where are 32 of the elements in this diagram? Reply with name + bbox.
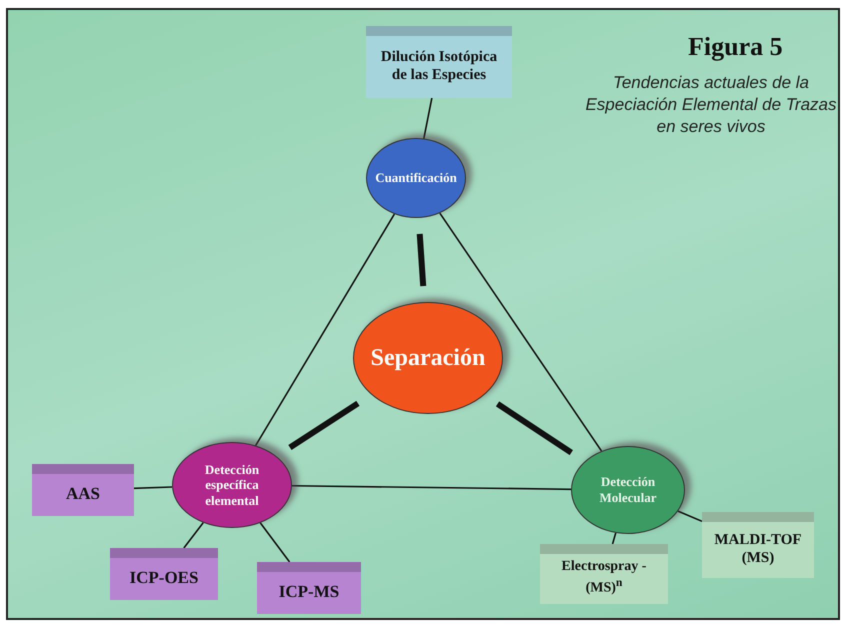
connector-line bbox=[183, 522, 204, 548]
node-label: Detección específica elemental bbox=[204, 462, 260, 508]
node-label: Separación bbox=[370, 344, 486, 372]
node-label: MALDI-TOF (MS) bbox=[713, 531, 803, 567]
node-label: ICP-OES bbox=[130, 568, 198, 588]
block-node bbox=[32, 464, 134, 516]
block-node bbox=[366, 26, 512, 98]
connector-line bbox=[416, 234, 426, 286]
connector-line bbox=[288, 400, 360, 450]
node-label: Cuantificación bbox=[375, 170, 457, 186]
connector-line bbox=[439, 212, 602, 452]
connector-line bbox=[255, 214, 396, 446]
ellipse-node bbox=[172, 442, 292, 528]
figure-caption: Tendencias actuales de la Especiación Elemental de Trazas en seres vivos bbox=[584, 72, 838, 138]
connector-line bbox=[292, 484, 572, 490]
figure-title: Figura 5 bbox=[688, 32, 783, 62]
node-label: ICP-MS bbox=[278, 582, 340, 602]
node-label: Electrospray -(MS)$^{n}$ bbox=[560, 558, 648, 598]
block-node bbox=[540, 544, 668, 604]
connector-line bbox=[134, 486, 172, 490]
ellipse-node bbox=[366, 138, 466, 218]
node-label: Detección Molecular bbox=[598, 474, 658, 506]
connector-line bbox=[423, 98, 433, 139]
block-node bbox=[702, 512, 814, 578]
connector-line bbox=[678, 510, 702, 522]
connector-line bbox=[612, 532, 616, 544]
node-label: Dilución Isotópica de las Especies bbox=[380, 48, 498, 84]
block-node bbox=[110, 548, 218, 600]
block-node bbox=[257, 562, 361, 614]
connector-line bbox=[496, 401, 573, 456]
node-label: AAS bbox=[66, 484, 100, 504]
connector-line bbox=[260, 522, 290, 562]
